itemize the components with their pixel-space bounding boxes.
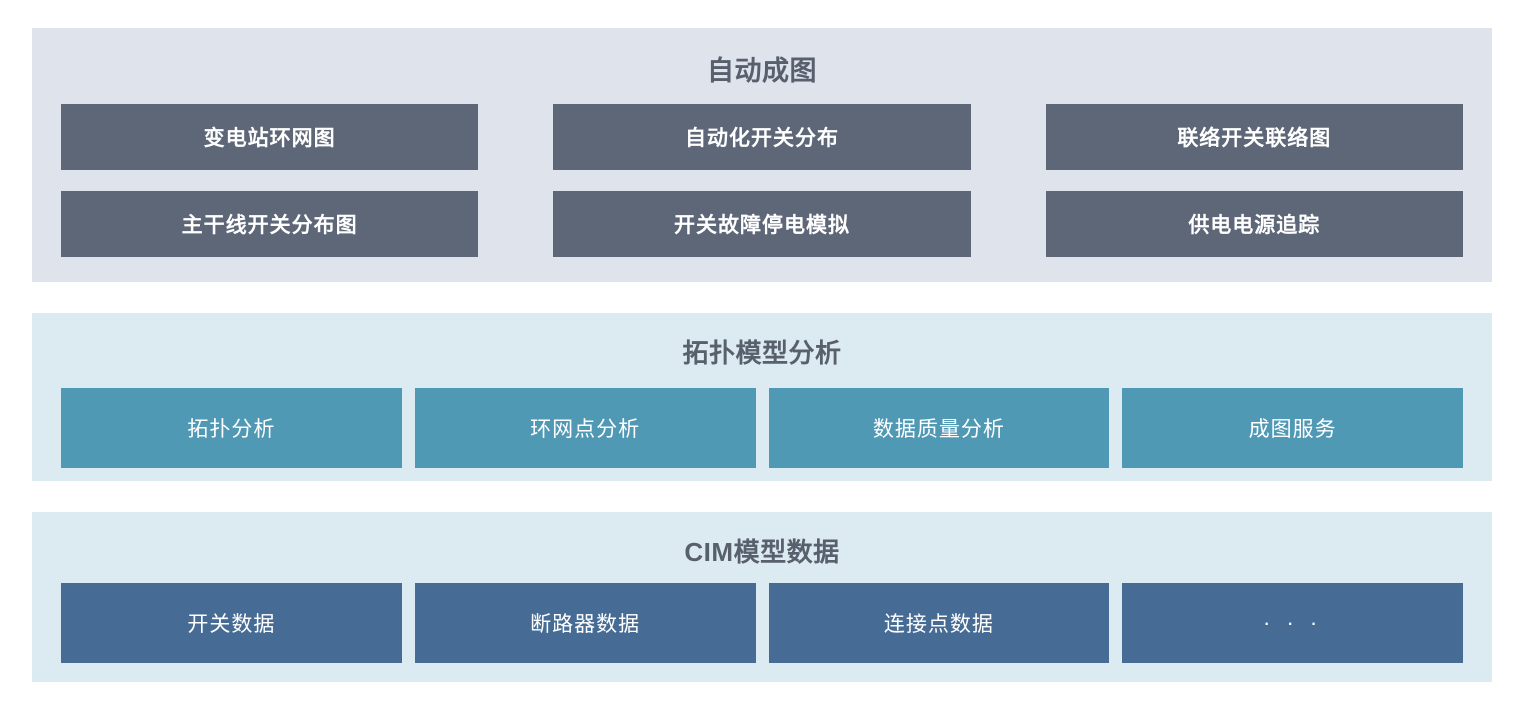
button-row-auto-mapping-1: 变电站环网图 自动化开关分布 联络开关联络图 [61, 104, 1463, 170]
button-power-supply-source-tracing[interactable]: 供电电源追踪 [1045, 191, 1463, 257]
button-row-auto-mapping-2: 主干线开关分布图 开关故障停电模拟 供电电源追踪 [61, 191, 1463, 257]
button-ring-network-point-analysis[interactable]: 环网点分析 [414, 388, 756, 468]
button-trunk-line-switch-distribution-diagram[interactable]: 主干线开关分布图 [61, 191, 479, 257]
panel-title-topology-model-analysis: 拓扑模型分析 [682, 338, 842, 368]
button-connectivity-node-data[interactable]: 连接点数据 [768, 583, 1110, 663]
button-row-topology: 拓扑分析 环网点分析 数据质量分析 成图服务 [61, 388, 1463, 468]
button-tie-switch-connection-diagram[interactable]: 联络开关联络图 [1045, 104, 1463, 170]
panel-cim-model-data: CIM模型数据 开关数据 断路器数据 连接点数据 · · · [32, 512, 1492, 682]
button-more-data[interactable]: · · · [1122, 583, 1463, 663]
panel-auto-mapping: 自动成图 变电站环网图 自动化开关分布 联络开关联络图 主干线开关分布图 开关故… [32, 28, 1492, 282]
button-circuit-breaker-data[interactable]: 断路器数据 [414, 583, 756, 663]
button-switch-data[interactable]: 开关数据 [61, 583, 402, 663]
button-data-quality-analysis[interactable]: 数据质量分析 [768, 388, 1110, 468]
button-row-cim: 开关数据 断路器数据 连接点数据 · · · [61, 583, 1463, 663]
panel-topology-model-analysis: 拓扑模型分析 拓扑分析 环网点分析 数据质量分析 成图服务 [32, 313, 1492, 481]
button-automation-switch-distribution[interactable]: 自动化开关分布 [553, 104, 971, 170]
button-switch-fault-outage-simulation[interactable]: 开关故障停电模拟 [553, 191, 971, 257]
button-topology-analysis[interactable]: 拓扑分析 [61, 388, 402, 468]
button-mapping-service[interactable]: 成图服务 [1122, 388, 1463, 468]
button-substation-ring-network-diagram[interactable]: 变电站环网图 [61, 104, 479, 170]
panel-title-auto-mapping: 自动成图 [707, 56, 817, 86]
panel-title-cim-model-data: CIM模型数据 [684, 537, 840, 567]
